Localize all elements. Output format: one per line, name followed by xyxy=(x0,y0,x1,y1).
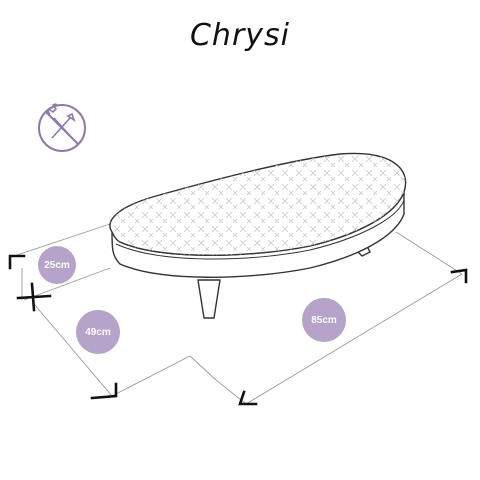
corner-markers xyxy=(8,254,468,406)
product-title: Chrysi xyxy=(189,18,290,53)
height-badge: 25cm xyxy=(38,246,76,284)
length-badge: 85cm xyxy=(302,298,346,342)
no-tools-icon xyxy=(38,103,86,152)
dimension-lines xyxy=(13,223,463,405)
stool-illustration xyxy=(109,152,407,319)
width-badge: 49cm xyxy=(76,310,120,354)
